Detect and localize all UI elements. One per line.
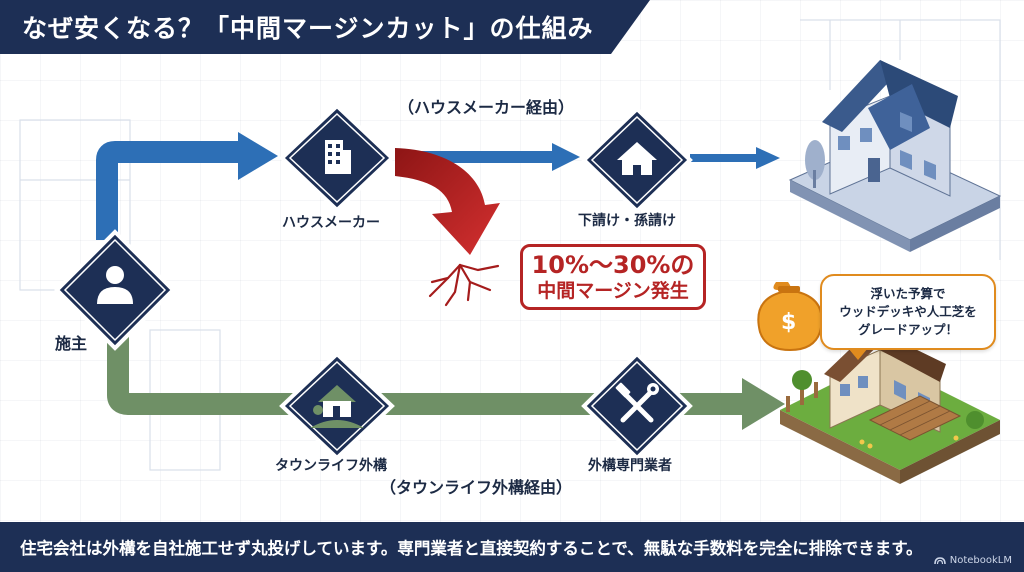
building-icon [325, 140, 351, 174]
footer-message: 住宅会社は外構を自社施工せず丸投げしています。専門業者と直接契約することで、無駄… [20, 539, 923, 558]
margin-text: 中間マージン発生 [537, 280, 689, 302]
blue-route-arrowhead-1 [238, 132, 278, 180]
townlife-label: タウンライフ外構 [275, 458, 387, 474]
specialist-label: 外構専門業者 [588, 458, 672, 474]
margin-percent: 10%〜30%の [531, 251, 695, 279]
bubble-line-3: グレードアップ！ [857, 322, 958, 337]
house-icon [617, 142, 657, 175]
notebook-logo-icon [934, 557, 946, 565]
owner-diamond [54, 229, 176, 351]
page-title: なぜ安くなる？「中間マージンカット」の仕組み [22, 14, 594, 43]
townlife-diamond [279, 351, 395, 461]
tools-icon [620, 389, 654, 423]
green-route-arrow [107, 320, 745, 415]
margin-cut-arrow [395, 148, 500, 255]
subcontractor-diamond [581, 106, 693, 214]
subcontractor-label: 下請け・孫請け [578, 213, 676, 229]
person-icon [97, 266, 133, 304]
green-route-arrowhead [742, 378, 785, 430]
garden-house-illustration [780, 328, 1000, 484]
brand-mark: NotebookLM [934, 555, 1012, 566]
specialist-diamond [581, 351, 693, 461]
garden-house-icon [310, 385, 364, 428]
house-illustration [788, 60, 1002, 252]
title-banner: なぜ安くなる？「中間マージンカット」の仕組み [0, 0, 650, 54]
footer-bar: 住宅会社は外構を自社施工せず丸投げしています。専門業者と直接契約することで、無駄… [0, 522, 1024, 572]
house-maker-diamond [279, 103, 395, 213]
bottom-route-label: （タウンライフ外構経由） [380, 478, 573, 497]
blue-route-arrow-3 [690, 154, 760, 162]
crack-icon [428, 263, 500, 307]
blue-route-arrowhead-2 [552, 143, 580, 171]
owner-label: 施主 [55, 334, 88, 353]
blue-route-arrow-1 [96, 141, 240, 240]
bubble-line-2: ウッドデッキや人工芝を [839, 304, 977, 319]
house-maker-label: ハウスメーカー [282, 215, 380, 231]
dollar-sign: $ [781, 310, 797, 335]
bubble-line-1: 浮いた予算で [870, 286, 946, 301]
blue-route-arrowhead-3 [756, 147, 780, 169]
brand-name: NotebookLM [949, 555, 1012, 566]
upgrade-speech-bubble: 浮いた予算で ウッドデッキや人工芝を グレードアップ！ [820, 274, 996, 360]
margin-callout: 10%〜30%の 中間マージン発生 [520, 244, 706, 310]
top-route-label: （ハウスメーカー経由） [398, 98, 575, 117]
